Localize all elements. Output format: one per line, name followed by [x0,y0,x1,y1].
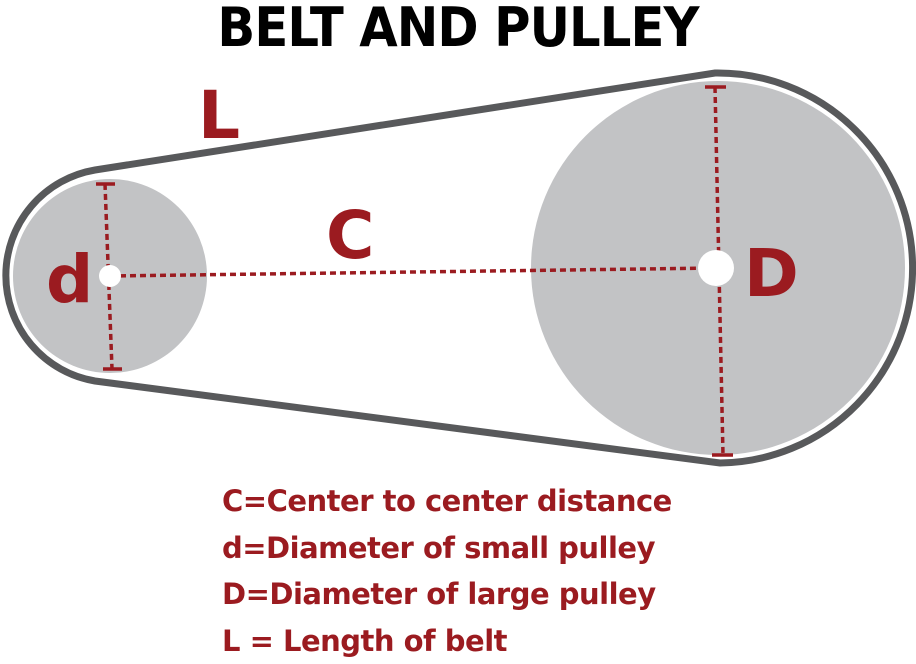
label-L: L [198,77,240,154]
label-d: d [46,241,93,318]
label-D: D [744,235,799,312]
legend-item-d-small: d=Diameter of small pulley [222,525,672,572]
legend-item-d-large: D=Diameter of large pulley [222,571,672,618]
large-pulley-hub [698,250,734,286]
legend-item-c: C=Center to center distance [222,478,672,525]
small-pulley-hub [99,265,121,287]
label-C: C [326,197,374,274]
legend-item-l: L = Length of belt [222,618,672,664]
legend: C=Center to center distance d=Diameter o… [222,478,672,664]
